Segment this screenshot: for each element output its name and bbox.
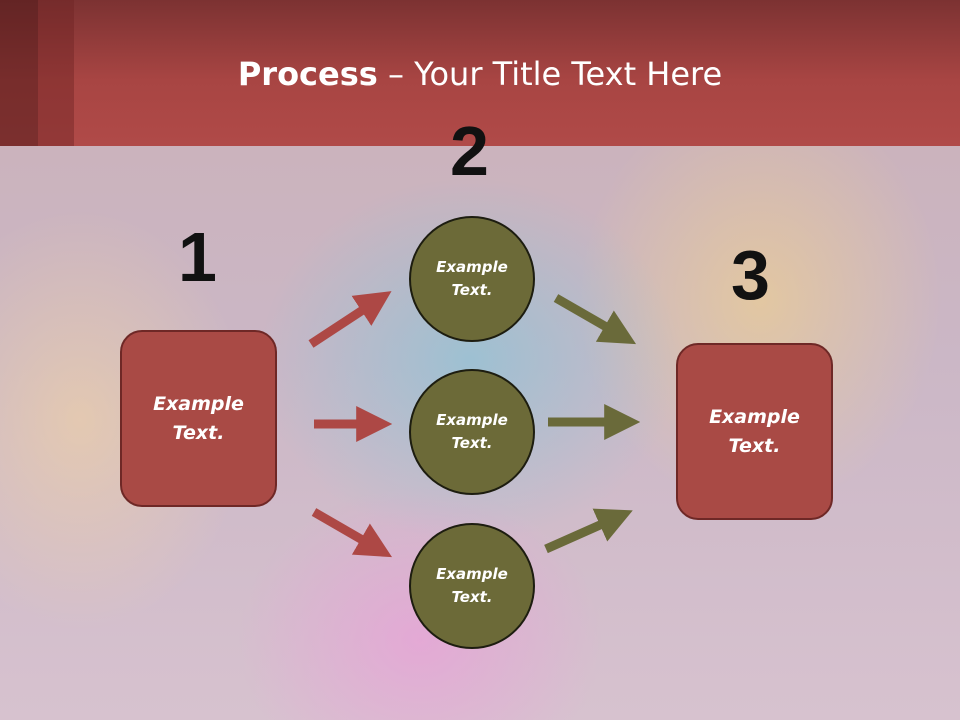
step-1-box[interactable]: Example Text. [120, 330, 277, 507]
arrow-to-bottom-circle [311, 508, 393, 558]
step-1-box-text: Example Text. [153, 392, 244, 444]
arrow-to-top-circle [308, 291, 392, 348]
step-2-circle-middle[interactable]: Example Text. [409, 369, 535, 495]
circle-text: Example Text. [436, 411, 508, 452]
step-number-1: 1 [178, 218, 217, 296]
title-rest: – Your Title Text Here [377, 55, 723, 93]
circle-text: Example Text. [436, 258, 508, 299]
step-number-2: 2 [450, 112, 489, 190]
step-2-circle-bottom[interactable]: Example Text. [409, 523, 535, 649]
title-bar: Process – Your Title Text Here [0, 0, 960, 146]
arrow-from-bottom-circle [544, 508, 633, 554]
header-accent-strip [0, 0, 38, 146]
header-accent-strip [38, 0, 74, 146]
step-3-box[interactable]: Example Text. [676, 343, 833, 520]
step-number-3: 3 [731, 236, 770, 314]
step-3-box-text: Example Text. [709, 405, 800, 457]
step-2-circle-top[interactable]: Example Text. [409, 216, 535, 342]
circle-text: Example Text. [436, 565, 508, 606]
title-bold: Process [237, 55, 378, 93]
slide-title[interactable]: Process – Your Title Text Here [0, 52, 960, 96]
arrow-from-top-circle [553, 294, 637, 345]
